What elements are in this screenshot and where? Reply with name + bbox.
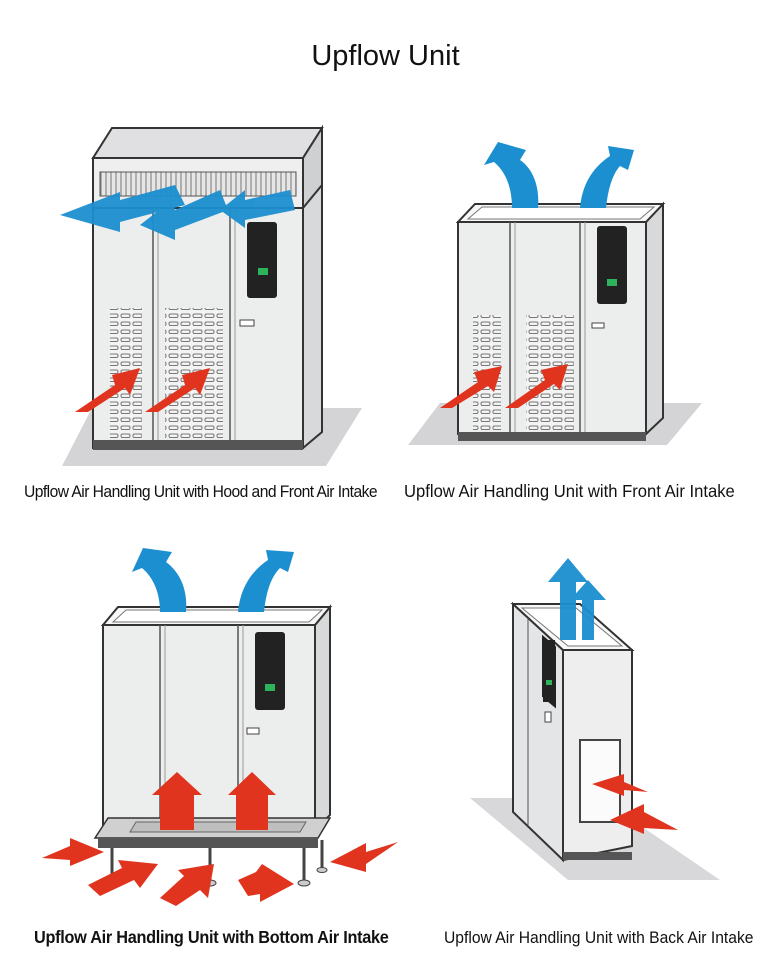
diagram-title: Upflow Unit [311,40,460,72]
hood-grille [99,171,297,197]
caption-front: Upflow Air Handling Unit with Front Air … [404,481,735,501]
caption-hood-front: Upflow Air Handling Unit with Hood and F… [24,482,378,501]
control-display [255,632,285,710]
supply-air-arrows [484,142,634,208]
return-air-arrows [75,368,210,412]
supply-air-arrows [60,185,295,240]
door-handle [246,727,260,735]
door-handle [591,322,605,329]
control-display [597,226,627,304]
door-handle [239,319,255,327]
caption-back: Upflow Air Handling Unit with Back Air I… [444,928,754,947]
cabinet-base [563,852,632,860]
return-air-arrows [42,772,398,906]
door-handle [544,711,552,723]
return-air-arrows [592,774,678,834]
cabinet-base [458,432,646,441]
hood-side [302,124,323,211]
caption-bottom: Upflow Air Handling Unit with Bottom Air… [34,927,389,947]
cabinet-base [93,440,303,450]
control-display [247,222,277,298]
supply-air-arrows [548,558,606,640]
supply-air-arrows [132,548,294,612]
return-air-arrows [440,364,568,408]
